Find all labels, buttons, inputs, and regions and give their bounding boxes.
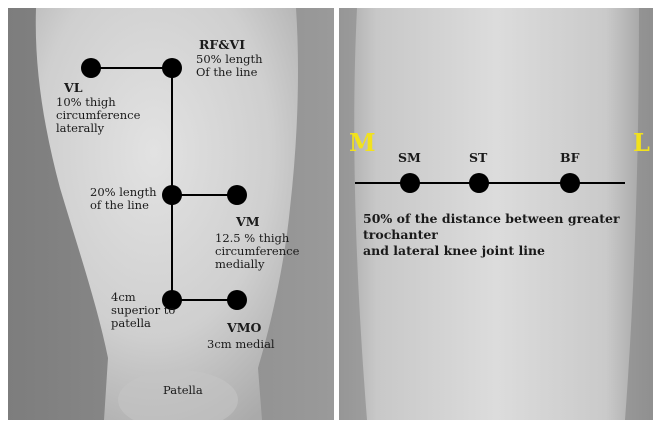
- st-label: ST: [469, 151, 487, 164]
- rfvi-title: RF&VI: [199, 38, 245, 51]
- medial-marker-label: M: [349, 136, 376, 149]
- vl-description: 10% thigh circumference laterally: [56, 96, 140, 135]
- lateral-marker-label: L: [633, 136, 650, 149]
- marker-twenty-percent: [162, 185, 182, 205]
- marker-vmo: [227, 290, 247, 310]
- anterior-thigh-drawing: [8, 8, 334, 420]
- superior-patella-description: 4cm superior to patella: [111, 291, 175, 330]
- vmo-title: VMO: [227, 321, 261, 334]
- marker-vl: [81, 58, 101, 78]
- posterior-thigh-photo: M L SM ST BF 50% of the distance between…: [339, 8, 653, 420]
- marker-bf: [560, 173, 580, 193]
- sm-label: SM: [398, 151, 421, 164]
- vmo-description: 3cm medial: [207, 338, 275, 351]
- marker-vm: [227, 185, 247, 205]
- vm-title: VM: [236, 215, 260, 228]
- vm-description: 12.5 % thigh circumference medially: [215, 232, 299, 271]
- marker-st: [469, 173, 489, 193]
- bf-label: BF: [560, 151, 579, 164]
- vl-title: VL: [64, 81, 83, 94]
- anterior-thigh-photo: RF&VI 50% length Of the line VL 10% thig…: [8, 8, 334, 420]
- distance-caption: 50% of the distance between greater troc…: [363, 211, 653, 259]
- rfvi-description: 50% length Of the line: [196, 53, 263, 79]
- patella-label: Patella: [163, 384, 203, 397]
- marker-rfvi: [162, 58, 182, 78]
- twenty-percent-description: 20% length of the line: [90, 186, 157, 212]
- marker-sm: [400, 173, 420, 193]
